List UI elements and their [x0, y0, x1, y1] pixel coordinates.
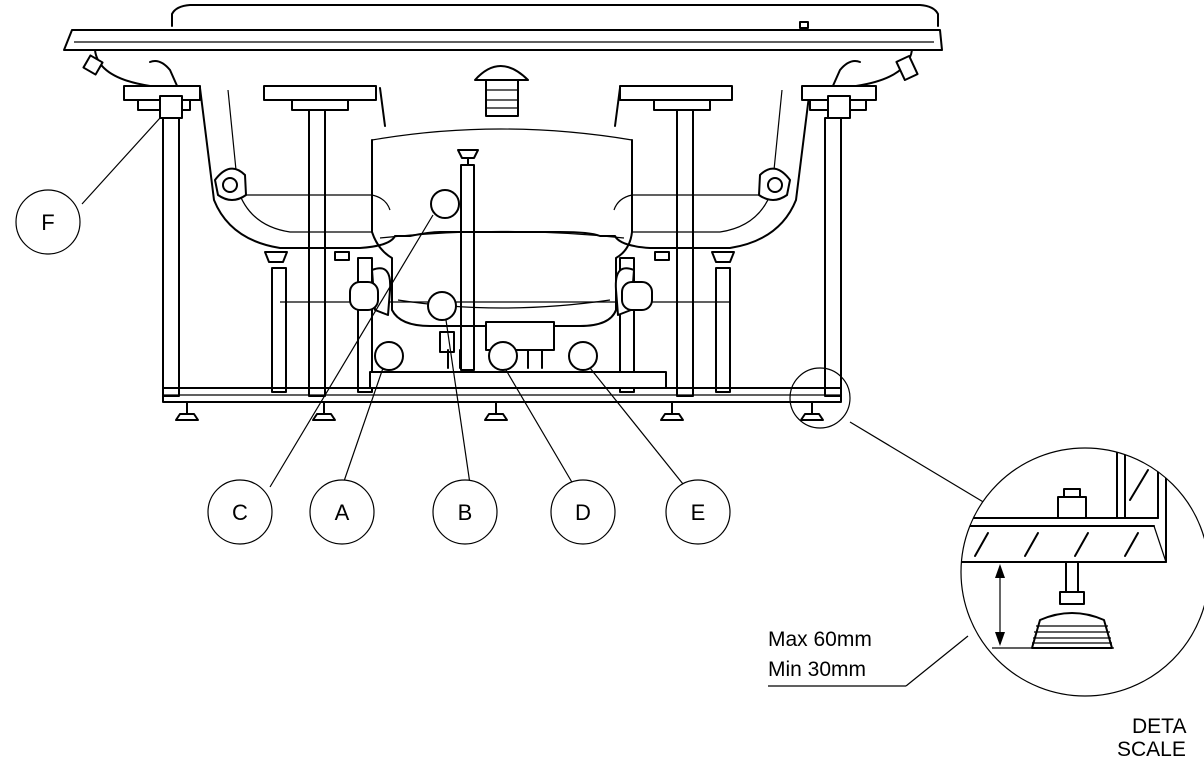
marker-circles	[374, 189, 598, 371]
callout-e-label: E	[691, 500, 706, 525]
callout-c-label: C	[232, 500, 248, 525]
marker-a	[374, 341, 404, 371]
marker-c	[430, 189, 460, 219]
callout-b: B	[432, 479, 498, 545]
detail-caption-line2: SCALE	[1117, 738, 1186, 758]
callout-f-label: F	[41, 210, 54, 235]
detail-view	[960, 447, 1204, 697]
tub-rim	[63, 4, 943, 51]
support-frame	[162, 109, 842, 403]
marker-d	[488, 341, 518, 371]
callout-a-label: A	[335, 500, 350, 525]
callout-d-label: D	[575, 500, 591, 525]
overflow-dome	[474, 65, 529, 117]
max-dimension-label: Max 60mm	[768, 628, 872, 651]
callout-a: A	[309, 479, 375, 545]
adjustable-feet	[175, 401, 824, 421]
callout-e: E	[665, 479, 731, 545]
jets	[214, 167, 791, 369]
marker-b	[427, 291, 457, 321]
callout-f: F	[15, 189, 81, 255]
detail-reference-circle	[789, 367, 851, 429]
callout-d: D	[550, 479, 616, 545]
min-dimension-label: Min 30mm	[768, 658, 866, 681]
rim-fittings	[82, 21, 919, 82]
marker-e	[568, 341, 598, 371]
leader-lines	[81, 117, 986, 687]
dimension-note: Max 60mm Min 30mm	[768, 628, 872, 681]
detail-caption-line1: DETA	[1132, 715, 1186, 738]
detail-caption: DETA SCALE	[1117, 715, 1186, 758]
callout-c: C	[207, 479, 273, 545]
callout-b-label: B	[458, 500, 473, 525]
